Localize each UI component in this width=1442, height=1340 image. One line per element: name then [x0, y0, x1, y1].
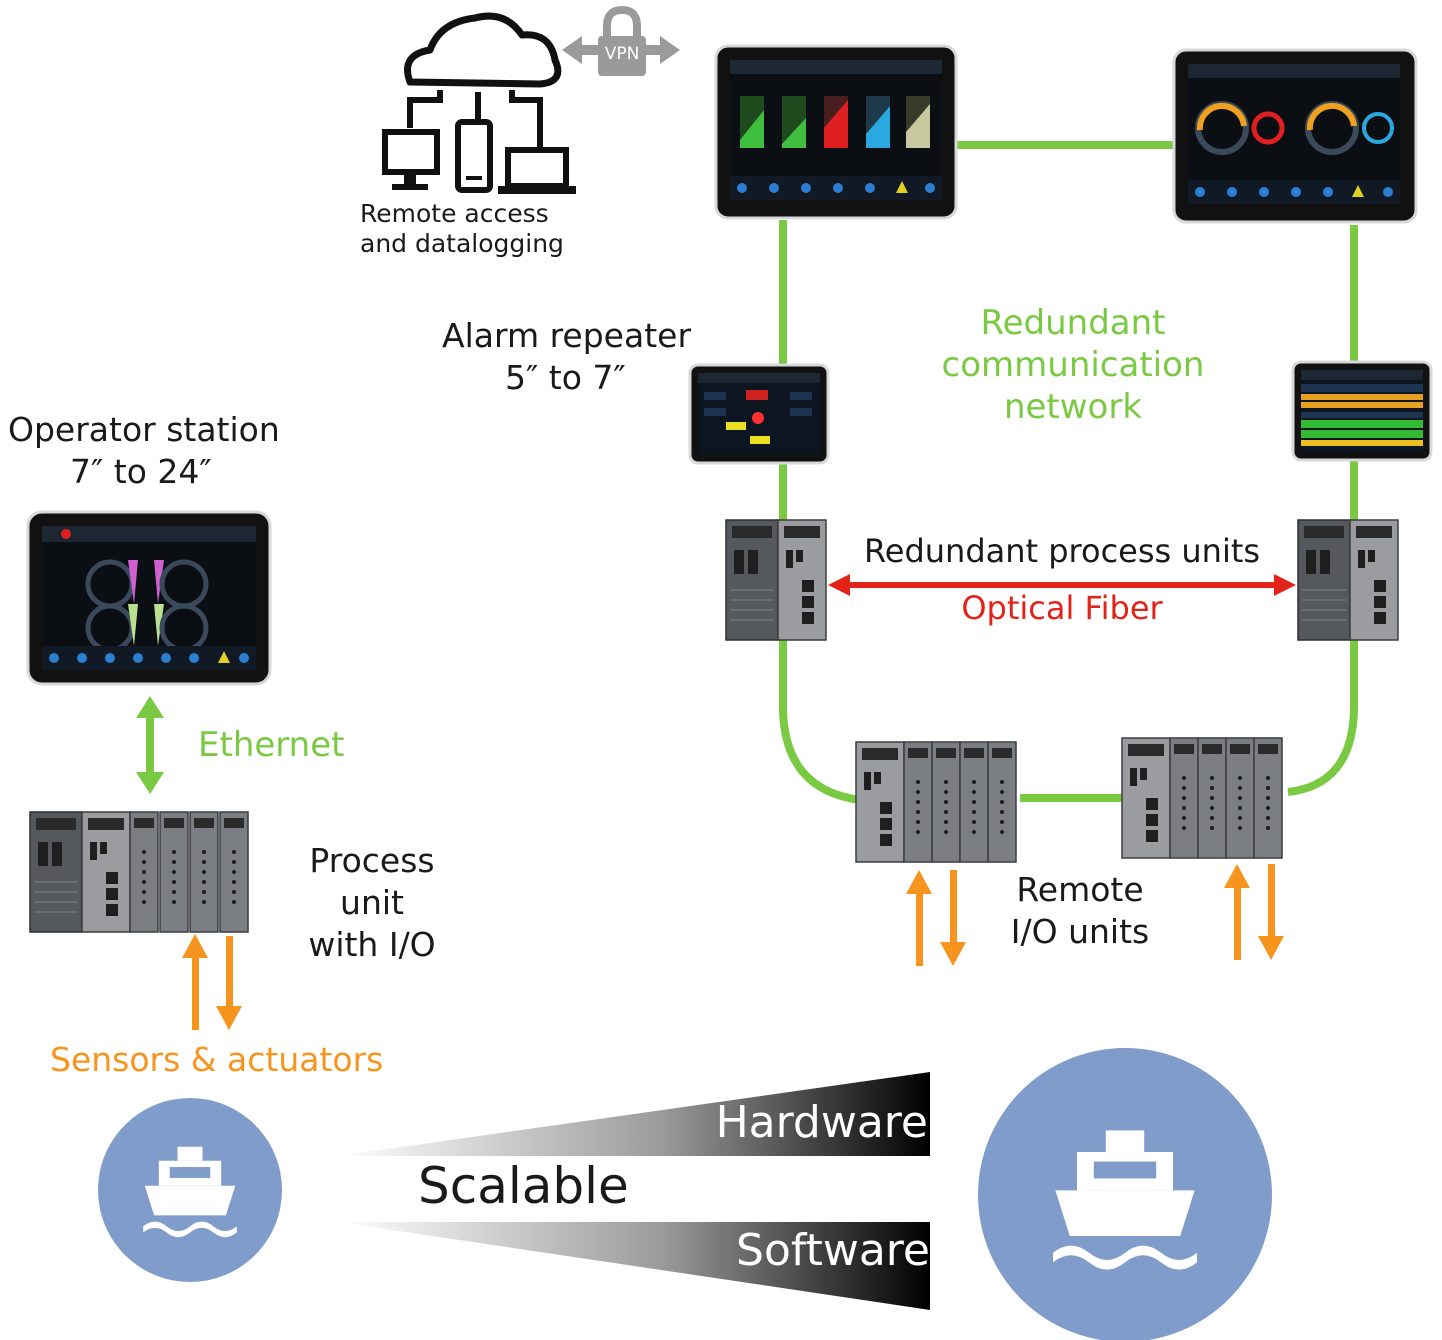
process-unit-label-line2: unit — [340, 883, 404, 922]
io-arrows-remote-right — [1224, 864, 1284, 960]
redundant-network-label-line3: network — [1003, 387, 1143, 427]
lock-icon — [598, 5, 646, 76]
desktop-icon — [382, 129, 440, 190]
alarm-repeater-label-line1: Alarm repeater — [442, 316, 692, 355]
cloud-device-links — [407, 90, 543, 150]
process-unit-label-line1: Process — [309, 841, 435, 880]
scalable-label: Scalable — [418, 1157, 629, 1215]
laptop-icon — [498, 147, 576, 194]
alarm-repeater-label-line2: 5″ to 7″ — [505, 358, 626, 397]
remote-access-label-line1: Remote access — [360, 199, 549, 228]
ethernet-label: Ethernet — [198, 725, 345, 765]
vpn-double-arrow — [562, 36, 680, 64]
redundant-network-label-line1: Redundant — [980, 303, 1166, 343]
optical-fiber-double-arrow — [828, 574, 1296, 596]
io-arrows-process-unit — [182, 934, 242, 1030]
alarm-repeater-screen-left — [688, 363, 830, 465]
sensors-actuators-label: Sensors & actuators — [50, 1040, 384, 1079]
redundant-network-lines — [779, 141, 1358, 804]
alarm-repeater-screen-right — [1291, 360, 1433, 462]
process-unit-with-io — [29, 811, 249, 933]
cloud-icon — [404, 12, 562, 88]
operator-station-label-line2: 7″ to 24″ — [70, 452, 212, 491]
vpn-label: VPN — [604, 44, 640, 64]
operator-screen-main — [714, 44, 958, 220]
operator-station-screen — [26, 510, 272, 686]
io-arrows-remote-left — [906, 870, 966, 966]
remote-access-label-line2: and datalogging — [360, 229, 564, 258]
remote-io-label-line2: I/O units — [1010, 912, 1150, 951]
ethernet-double-arrow — [136, 696, 164, 794]
software-wedge — [338, 1222, 930, 1310]
hardware-label: Hardware — [715, 1097, 928, 1148]
process-unit-redundant-right — [1297, 519, 1399, 641]
remote-io-label-line1: Remote — [1016, 870, 1144, 909]
phone-icon — [455, 119, 493, 193]
software-label: Software — [736, 1225, 930, 1276]
optical-fiber-label: Optical Fiber — [961, 589, 1163, 627]
operator-station-label-line1: Operator station — [8, 410, 280, 449]
redundant-process-units-label: Redundant process units — [863, 532, 1261, 570]
redundant-network-label-line2: communication — [941, 345, 1205, 385]
process-unit-redundant-left — [725, 519, 827, 641]
operator-screen-secondary — [1172, 48, 1418, 224]
hardware-wedge — [338, 1072, 930, 1156]
remote-io-unit-left — [855, 741, 1017, 863]
process-unit-label-line3: with I/O — [308, 925, 436, 964]
remote-io-unit-right — [1121, 737, 1283, 859]
